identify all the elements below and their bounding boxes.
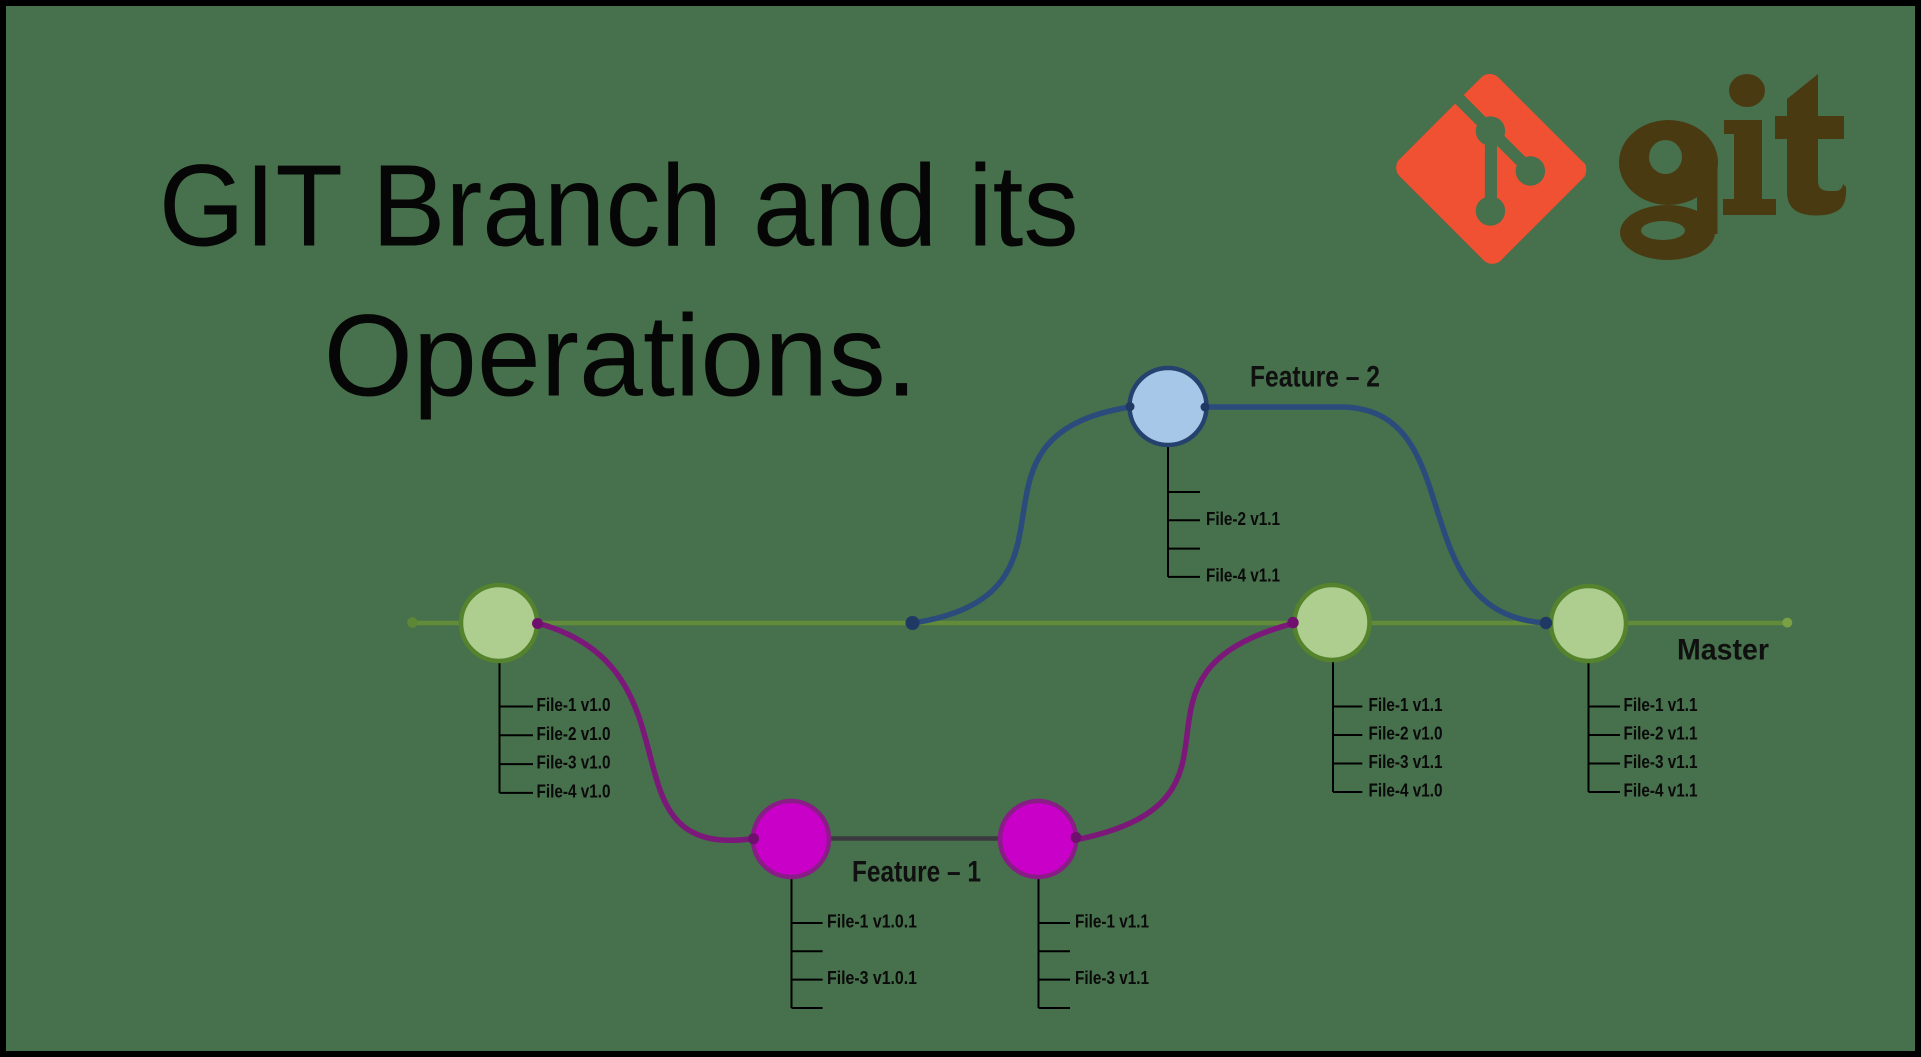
svg-text:File-4 v1.0: File-4 v1.0 <box>537 781 611 801</box>
svg-text:File-3 v1.0: File-3 v1.0 <box>537 753 611 773</box>
svg-text:File-3 v1.1: File-3 v1.1 <box>1075 968 1149 988</box>
svg-text:File-3 v1.1: File-3 v1.1 <box>1624 752 1698 772</box>
svg-text:Feature – 1: Feature – 1 <box>852 855 981 888</box>
svg-text:GIT Branch and its: GIT Branch and its <box>159 140 1079 270</box>
svg-text:File-1 v1.1: File-1 v1.1 <box>1624 695 1698 715</box>
svg-text:Operations.: Operations. <box>324 291 918 421</box>
svg-text:File-1 v1.0.1: File-1 v1.0.1 <box>827 912 917 932</box>
svg-text:File-2 v1.0: File-2 v1.0 <box>1369 724 1443 744</box>
svg-text:File-4 v1.1: File-4 v1.1 <box>1206 565 1280 585</box>
svg-text:File-4 v1.0: File-4 v1.0 <box>1369 781 1443 801</box>
svg-text:File-4 v1.1: File-4 v1.1 <box>1624 781 1698 801</box>
svg-text:File-3 v1.0.1: File-3 v1.0.1 <box>827 968 917 988</box>
svg-text:File-2 v1.1: File-2 v1.1 <box>1624 724 1698 744</box>
svg-text:File-1 v1.1: File-1 v1.1 <box>1369 695 1443 715</box>
svg-text:Feature – 2: Feature – 2 <box>1250 360 1380 393</box>
svg-text:File-1 v1.0: File-1 v1.0 <box>537 695 611 715</box>
svg-text:File-3 v1.1: File-3 v1.1 <box>1369 752 1443 772</box>
svg-text:File-1 v1.1: File-1 v1.1 <box>1075 912 1149 932</box>
svg-text:File-2 v1.0: File-2 v1.0 <box>537 724 611 744</box>
svg-text:Master: Master <box>1677 634 1769 667</box>
svg-text:File-2 v1.1: File-2 v1.1 <box>1206 509 1280 529</box>
